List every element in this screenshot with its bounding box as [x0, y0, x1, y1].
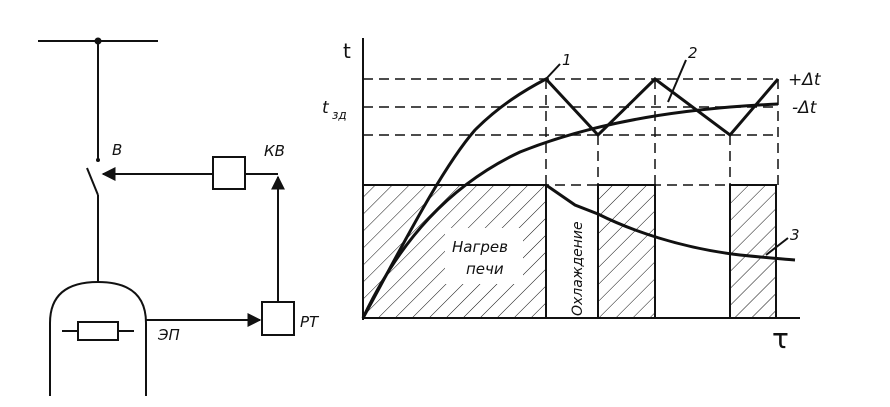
lower-delta-label: -Δt	[792, 98, 818, 118]
curve-label-1: 1	[562, 51, 572, 69]
x-axis-label: τ	[772, 322, 789, 355]
setpoint-label: t	[322, 98, 330, 118]
relay-kv-box	[212, 156, 246, 190]
cooling-label: Охлаждение	[570, 221, 586, 316]
curve-label-3: 3	[790, 226, 800, 244]
curve-label-2: 2	[688, 44, 698, 62]
heating-element-symbol	[62, 321, 134, 341]
curve-3-power-curve	[545, 183, 796, 262]
heating-period-2	[597, 184, 656, 319]
upper-delta-label: +Δt	[788, 70, 822, 90]
heating-element-label: ЭП	[157, 326, 180, 344]
curve-2-heating-curve	[361, 102, 779, 319]
switch-symbol	[86, 158, 100, 282]
y-axis-label: t	[343, 39, 351, 63]
heating-label-line2: печи	[466, 260, 504, 278]
regulator-rt-box	[261, 301, 295, 336]
heating-label-line1: Нагрев	[452, 238, 508, 256]
control-schematic: В КВ ЭП РТ	[38, 37, 320, 396]
temperature-graph: 1 2 3 t τ t зд +Δt -Δt Нагрев печи Охлаж…	[322, 38, 822, 355]
setpoint-label-subscript: зд	[332, 108, 347, 122]
relay-kv-label: КВ	[264, 142, 285, 160]
switch-label: В	[112, 141, 122, 159]
regulator-rt-label: РТ	[300, 313, 320, 331]
furnace-body	[49, 280, 147, 396]
